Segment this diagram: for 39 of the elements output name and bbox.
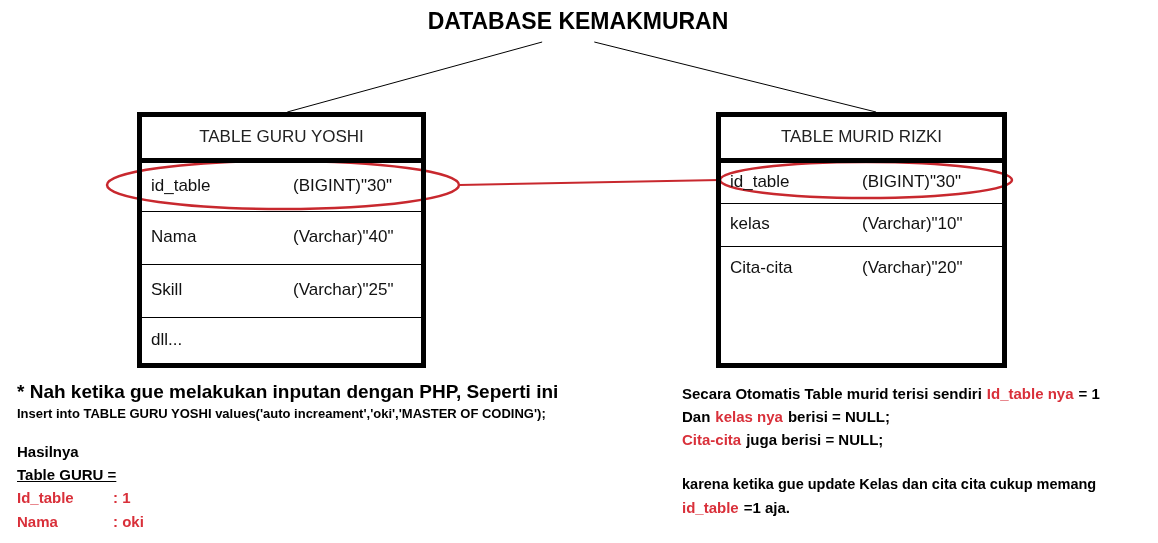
connector-line	[286, 41, 543, 113]
note-text: Id_table	[17, 489, 74, 506]
note-text: berisi = NULL;	[787, 408, 890, 425]
connector-line	[593, 41, 877, 113]
field-name: kelas	[730, 214, 770, 234]
field-name: id_table	[151, 176, 211, 196]
note-text: kelas nya	[715, 408, 783, 425]
note-text: Secara Otomatis Table murid terisi sendiri	[682, 385, 982, 402]
table-box	[716, 112, 1007, 368]
note-text: * Nah ketika gue melakukan inputan dengan PHP, Seperti ini	[17, 381, 559, 402]
note-text: Insert into TABLE GURU YOSHI values('auto increament','oki','MASTER OF CODING');	[17, 406, 546, 421]
field-name: id_table	[730, 172, 790, 192]
note-text: id_table	[682, 499, 739, 516]
field-name: dll...	[151, 329, 183, 350]
field-name: Nama	[151, 227, 197, 247]
field-name: Skill	[151, 280, 183, 300]
note-text: : oki	[113, 513, 144, 530]
field-type: (Varchar)"40"	[293, 227, 394, 247]
note-text: Hasilnya	[17, 443, 79, 460]
table-name: TABLE MURID RIZKI	[779, 127, 944, 147]
field-name: Cita-cita	[730, 257, 793, 278]
note-text: Dan	[682, 408, 711, 425]
field-type: (BIGINT)"30"	[862, 172, 961, 192]
field-type: (Varchar)"20"	[862, 257, 963, 278]
diagram-title: DATABASE KEMAKMURAN	[415, 8, 741, 42]
note-text: =1 aja.	[743, 499, 790, 516]
table-name: TABLE GURU YOSHI	[198, 127, 365, 147]
field-type: (Varchar)"10"	[862, 214, 963, 234]
note-text: Id_table nya	[986, 385, 1074, 402]
note-text: Cita-cita	[682, 431, 742, 448]
field-type: (Varchar)"25"	[293, 280, 394, 300]
underlined-heading: Table GURU =	[17, 466, 117, 483]
field-type: (BIGINT)"30"	[293, 176, 392, 196]
note-text: juga berisi = NULL;	[746, 431, 884, 448]
note-text: Nama	[17, 513, 58, 530]
table-box	[137, 112, 426, 368]
note-text: = 1	[1078, 385, 1100, 402]
note-text: karena ketika gue update Kelas dan cita cita cukup memang	[682, 476, 1097, 492]
note-text: : 1	[113, 489, 131, 506]
